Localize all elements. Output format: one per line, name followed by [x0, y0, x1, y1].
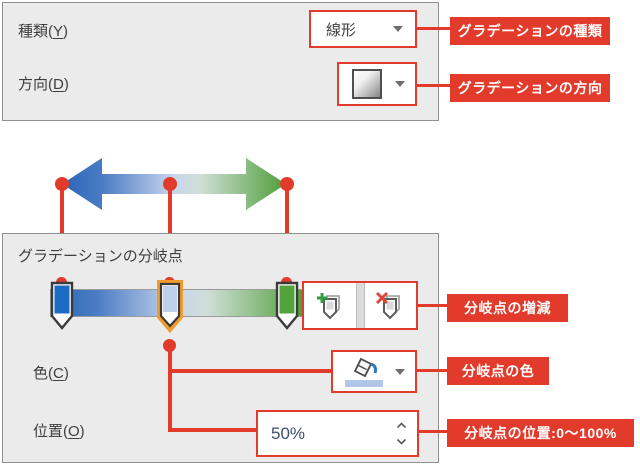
connector-line — [417, 430, 447, 433]
type-label: 種類(Y) — [18, 23, 69, 40]
annotation-gradient-direction: グラデーションの方向 — [450, 74, 610, 102]
remove-stop-icon — [376, 291, 401, 319]
callout-line — [168, 369, 331, 373]
stop-position-spinbox[interactable]: 50% — [256, 410, 419, 457]
add-stop-button[interactable] — [304, 283, 356, 328]
annotation-stop-add-remove: 分岐点の増減 — [447, 294, 568, 322]
stop-position-label: 位置(O) — [33, 423, 85, 440]
annotation-stop-position: 分岐点の位置:0～100% — [447, 419, 634, 447]
gradient-stop-right[interactable] — [274, 280, 300, 333]
color-swatch-underline — [345, 379, 383, 387]
connector-line — [416, 304, 447, 307]
stop-position-value: 50% — [271, 423, 306, 443]
spinner-up-button[interactable] — [396, 422, 407, 429]
stop-color-dropdown[interactable] — [331, 350, 417, 393]
chevron-down-icon — [395, 81, 405, 87]
callout-line — [168, 428, 256, 432]
connector-line — [415, 369, 447, 372]
callout-line — [168, 345, 172, 432]
annotation-stop-color: 分岐点の色 — [447, 357, 549, 385]
connector-line — [416, 27, 450, 30]
stop-color-label: 色(C) — [33, 365, 69, 382]
direction-label: 方向(D) — [18, 76, 69, 93]
gradient-type-value: 線形 — [326, 21, 357, 39]
gradient-type-dropdown[interactable]: 線形 — [309, 10, 417, 48]
annotation-gradient-type: グラデーションの種類 — [450, 17, 610, 45]
callout-line — [168, 183, 172, 281]
gradient-direction-dropdown[interactable] — [337, 62, 417, 106]
stops-panel-title: グラデーションの分岐点 — [18, 248, 183, 265]
connector-line — [416, 84, 450, 87]
chevron-down-icon — [393, 26, 403, 32]
spinner-down-button[interactable] — [396, 438, 407, 445]
gradient-direction-icon — [352, 69, 382, 99]
gradient-stop-middle-selected[interactable] — [157, 280, 183, 333]
paint-bucket-icon — [353, 357, 377, 377]
paint-bucket-swatch — [345, 357, 383, 387]
stop-buttons-group — [302, 281, 418, 330]
remove-stop-button[interactable] — [365, 283, 417, 328]
button-divider — [355, 283, 365, 328]
chevron-down-icon — [395, 368, 405, 375]
gradient-stop-left[interactable] — [49, 280, 75, 333]
add-stop-icon — [316, 292, 340, 319]
